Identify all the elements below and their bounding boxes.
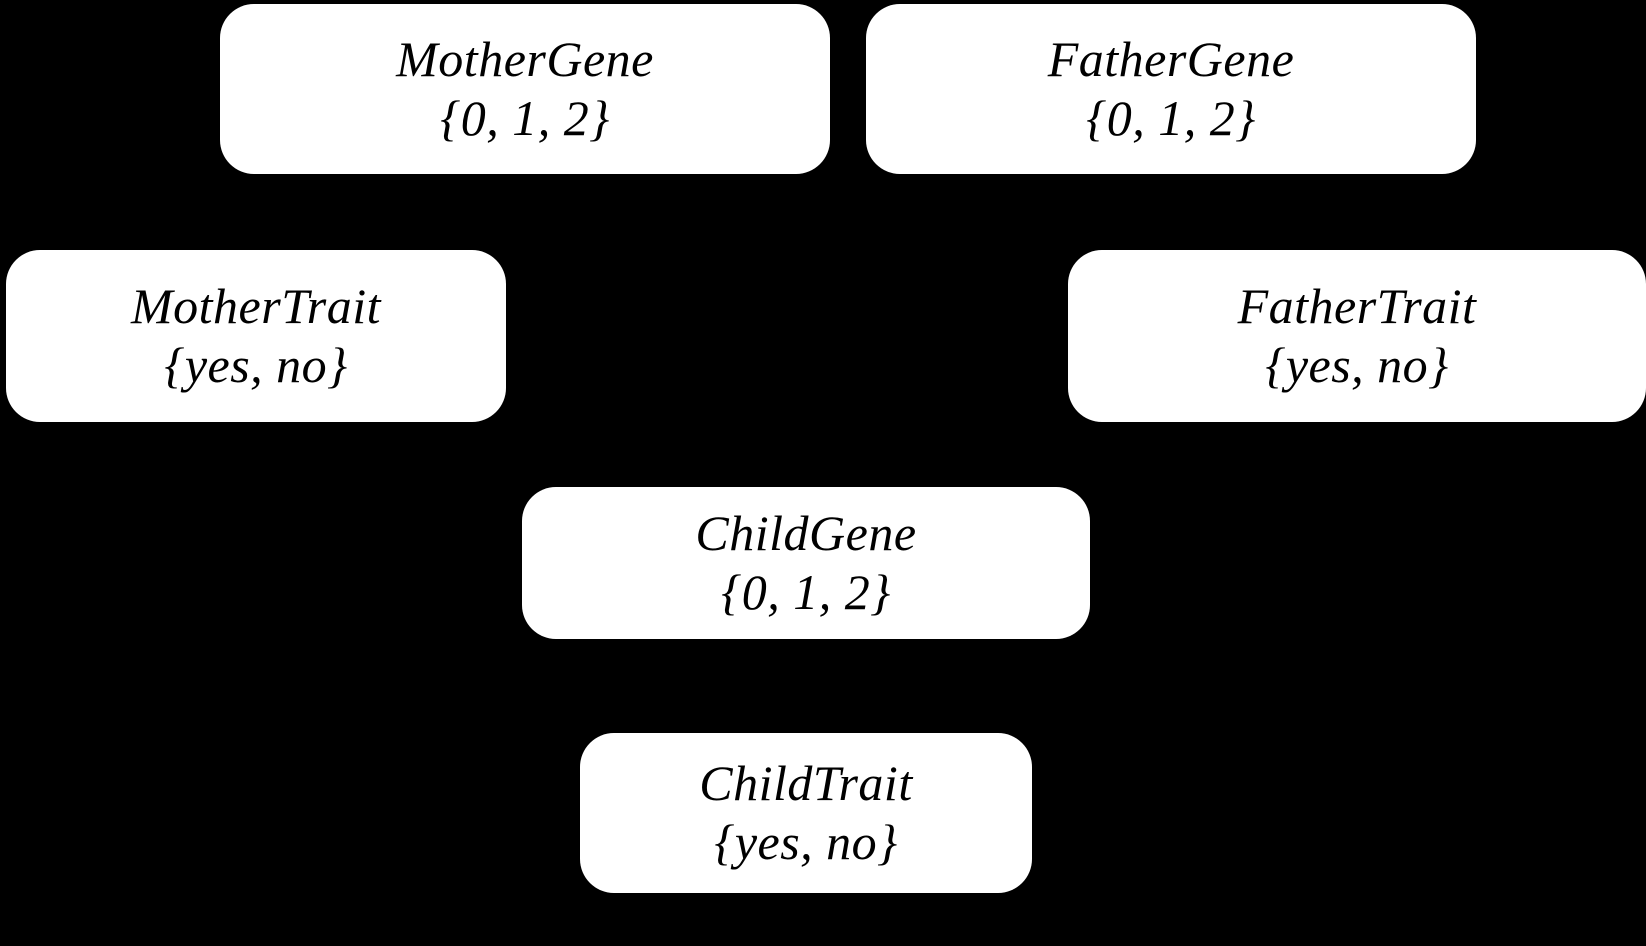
node-mother-trait-domain: {yes, no} [164, 337, 348, 393]
node-father-gene[interactable]: FatherGene {0, 1, 2} [866, 4, 1476, 174]
node-child-gene-domain: {0, 1, 2} [721, 564, 891, 620]
node-mother-trait[interactable]: MotherTrait {yes, no} [6, 250, 506, 422]
node-mother-gene-domain: {0, 1, 2} [440, 90, 610, 146]
node-child-trait-title: ChildTrait [699, 755, 913, 811]
node-father-trait-title: FatherTrait [1237, 278, 1477, 334]
node-father-gene-domain: {0, 1, 2} [1086, 90, 1256, 146]
node-father-trait[interactable]: FatherTrait {yes, no} [1068, 250, 1646, 422]
node-mother-gene[interactable]: MotherGene {0, 1, 2} [220, 4, 830, 174]
node-child-trait[interactable]: ChildTrait {yes, no} [580, 733, 1032, 893]
node-child-gene-title: ChildGene [695, 505, 917, 561]
node-child-trait-domain: {yes, no} [714, 814, 898, 870]
node-mother-gene-title: MotherGene [396, 31, 654, 87]
node-mother-trait-title: MotherTrait [131, 278, 381, 334]
node-father-gene-title: FatherGene [1047, 31, 1295, 87]
node-child-gene[interactable]: ChildGene {0, 1, 2} [522, 487, 1090, 639]
node-father-trait-domain: {yes, no} [1265, 337, 1449, 393]
